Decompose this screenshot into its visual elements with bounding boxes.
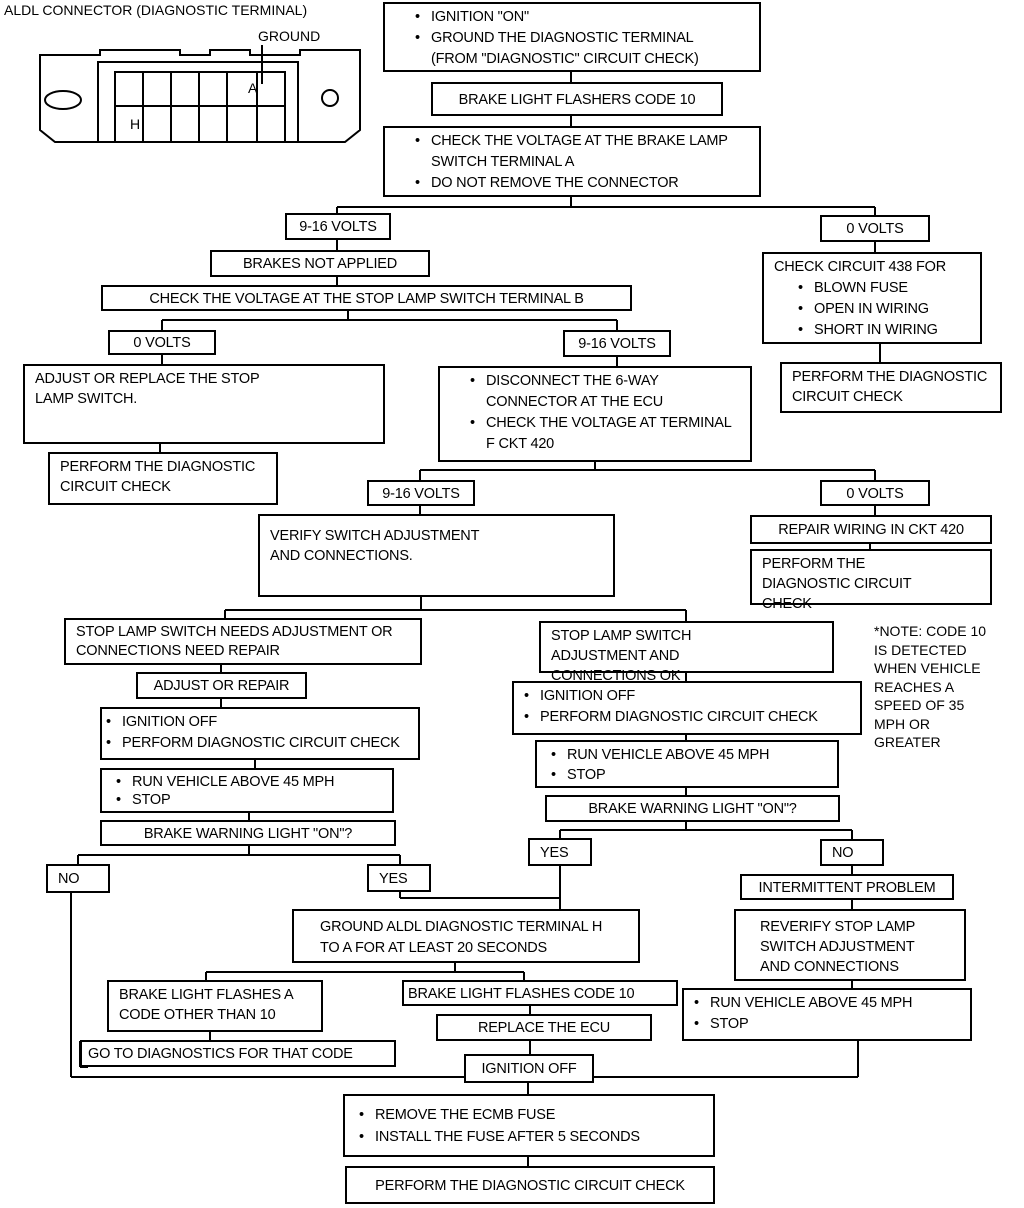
pin-h-label: H	[130, 116, 141, 132]
start-note: (FROM "DIAGNOSTIC" CIRCUIT CHECK)	[431, 51, 699, 67]
box-perform-final: PERFORM THE DIAGNOSTIC CIRCUIT CHECK	[345, 1166, 715, 1204]
box-perform-b: PERFORM THE DIAGNOSTIC CIRCUIT CHECK	[48, 452, 278, 505]
run-right-step: RUN VEHICLE ABOVE 45 MPH	[547, 745, 827, 765]
pin-a-label: A	[248, 80, 258, 96]
box-9-16-volts-c: 9-16 VOLTS	[367, 480, 475, 506]
box-start: IGNITION "ON" GROUND THE DIAGNOSTIC TERM…	[383, 2, 761, 72]
box-ground-aldl: GROUND ALDL DIAGNOSTIC TERMINAL H TO A F…	[292, 909, 640, 963]
box-0-volts-c: 0 VOLTS	[820, 480, 930, 506]
check-a-step: DO NOT REMOVE THE CONNECTOR	[395, 173, 749, 194]
ground-label: GROUND	[258, 28, 321, 44]
ckt438-item: SHORT IN WIRING	[794, 320, 970, 341]
code-10-note: *NOTE: CODE 10 IS DETECTED WHEN VEHICLE …	[874, 622, 986, 752]
box-0-volts-b: 0 VOLTS	[108, 330, 216, 355]
box-intermittent-problem: INTERMITTENT PROBLEM	[740, 874, 954, 900]
ign-off-right-step: PERFORM DIAGNOSTIC CIRCUIT CHECK	[520, 707, 850, 728]
start-step: GROUND THE DIAGNOSTIC TERMINAL	[395, 28, 749, 49]
box-check-circuit-438: CHECK CIRCUIT 438 FOR BLOWN FUSE OPEN IN…	[762, 252, 982, 344]
note-line: MPH OR	[874, 715, 930, 732]
note-line: REACHES A	[874, 678, 955, 695]
box-code10: BRAKE LIGHT FLASHERS CODE 10	[431, 82, 723, 116]
box-9-16-volts-a: 9-16 VOLTS	[285, 213, 391, 240]
box-verify-switch: VERIFY SWITCH ADJUSTMENT AND CONNECTIONS…	[258, 514, 615, 597]
box-adjust-repair: ADJUST OR REPAIR	[136, 672, 307, 699]
disconnect-step: CHECK THE VOLTAGE AT TERMINAL F CKT 420	[450, 413, 740, 455]
box-needs-adjustment: STOP LAMP SWITCH NEEDS ADJUSTMENT OR CON…	[64, 618, 422, 665]
box-brakes-not-applied: BRAKES NOT APPLIED	[210, 250, 430, 277]
remove-fuse-step: REMOVE THE ECMB FUSE	[355, 1104, 703, 1126]
box-brake-warning-left: BRAKE WARNING LIGHT "ON"?	[100, 820, 396, 846]
run-far-step: RUN VEHICLE ABOVE 45 MPH	[690, 993, 960, 1014]
note-line: IS DETECTED	[874, 641, 967, 658]
box-perform-c: PERFORM THE DIAGNOSTIC CIRCUIT CHECK	[750, 549, 992, 612]
box-ignition-off-left: IGNITION OFF PERFORM DIAGNOSTIC CIRCUIT …	[100, 707, 420, 760]
start-step: IGNITION "ON"	[395, 7, 749, 28]
check-a-step: CHECK THE VOLTAGE AT THE BRAKE LAMP SWIT…	[395, 131, 749, 173]
box-run-vehicle-right: RUN VEHICLE ABOVE 45 MPH STOP	[535, 740, 839, 788]
note-line: WHEN VEHICLE	[874, 660, 981, 676]
box-perform-a: PERFORM THE DIAGNOSTIC CIRCUIT CHECK	[780, 362, 1002, 413]
box-check-terminal-a: CHECK THE VOLTAGE AT THE BRAKE LAMP SWIT…	[383, 126, 761, 197]
box-brake-warning-right: BRAKE WARNING LIGHT "ON"?	[545, 795, 840, 822]
box-yes-left: YES	[367, 864, 431, 892]
box-run-vehicle-left: RUN VEHICLE ABOVE 45 MPH STOP	[100, 768, 394, 813]
ckt438-item: OPEN IN WIRING	[794, 299, 970, 320]
box-remove-fuse: REMOVE THE ECMB FUSE INSTALL THE FUSE AF…	[343, 1094, 715, 1157]
box-reverify: REVERIFY STOP LAMP SWITCH ADJUSTMENT AND…	[734, 909, 966, 981]
note-line: SPEED OF 35	[874, 697, 965, 713]
box-ignition-off-right: IGNITION OFF PERFORM DIAGNOSTIC CIRCUIT …	[512, 681, 862, 735]
ckt438-title: CHECK CIRCUIT 438 FOR	[774, 259, 946, 275]
box-repair-ckt-420: REPAIR WIRING IN CKT 420	[750, 515, 992, 544]
run-far-step: STOP	[690, 1014, 960, 1035]
run-left-step: RUN VEHICLE ABOVE 45 MPH	[112, 773, 382, 791]
note-line: GREATER	[874, 734, 941, 750]
ckt438-item: BLOWN FUSE	[794, 278, 970, 299]
box-adjust-replace-switch: ADJUST OR REPLACE THE STOP LAMP SWITCH.	[23, 364, 385, 444]
ign-off-right-step: IGNITION OFF	[520, 686, 850, 707]
box-other-code: BRAKE LIGHT FLASHES A CODE OTHER THAN 10	[107, 980, 323, 1032]
remove-fuse-step: INSTALL THE FUSE AFTER 5 SECONDS	[355, 1126, 703, 1148]
box-ignition-off-final: IGNITION OFF	[464, 1054, 594, 1083]
box-9-16-volts-b: 9-16 VOLTS	[563, 330, 671, 357]
note-line: *NOTE: CODE 10	[874, 623, 987, 639]
box-flashes-code-10: BRAKE LIGHT FLASHES CODE 10	[402, 980, 678, 1006]
box-adjustment-ok: STOP LAMP SWITCH ADJUSTMENT AND CONNECTI…	[539, 621, 834, 684]
run-left-step: STOP	[112, 791, 382, 809]
run-right-step: STOP	[547, 765, 827, 785]
box-check-terminal-b: CHECK THE VOLTAGE AT THE STOP LAMP SWITC…	[101, 285, 632, 311]
box-no-left: NO	[46, 864, 110, 893]
box-0-volts-a: 0 VOLTS	[820, 215, 930, 242]
ign-off-left-step: IGNITION OFF	[102, 712, 408, 733]
disconnect-step: DISCONNECT THE 6-WAY CONNECTOR AT THE EC…	[450, 371, 740, 413]
box-no-right: NO	[820, 839, 884, 866]
ign-off-left-step: PERFORM DIAGNOSTIC CIRCUIT CHECK	[102, 733, 408, 754]
connector-title: ALDL CONNECTOR (DIAGNOSTIC TERMINAL)	[4, 2, 308, 18]
box-disconnect-ecu: DISCONNECT THE 6-WAY CONNECTOR AT THE EC…	[438, 366, 752, 462]
box-goto-diagnostics: GO TO DIAGNOSTICS FOR THAT CODE	[80, 1040, 396, 1067]
box-run-vehicle-far: RUN VEHICLE ABOVE 45 MPH STOP	[682, 988, 972, 1041]
aldl-connector-drawing	[39, 45, 361, 143]
box-yes-right: YES	[528, 838, 592, 866]
box-replace-ecu: REPLACE THE ECU	[436, 1014, 652, 1041]
